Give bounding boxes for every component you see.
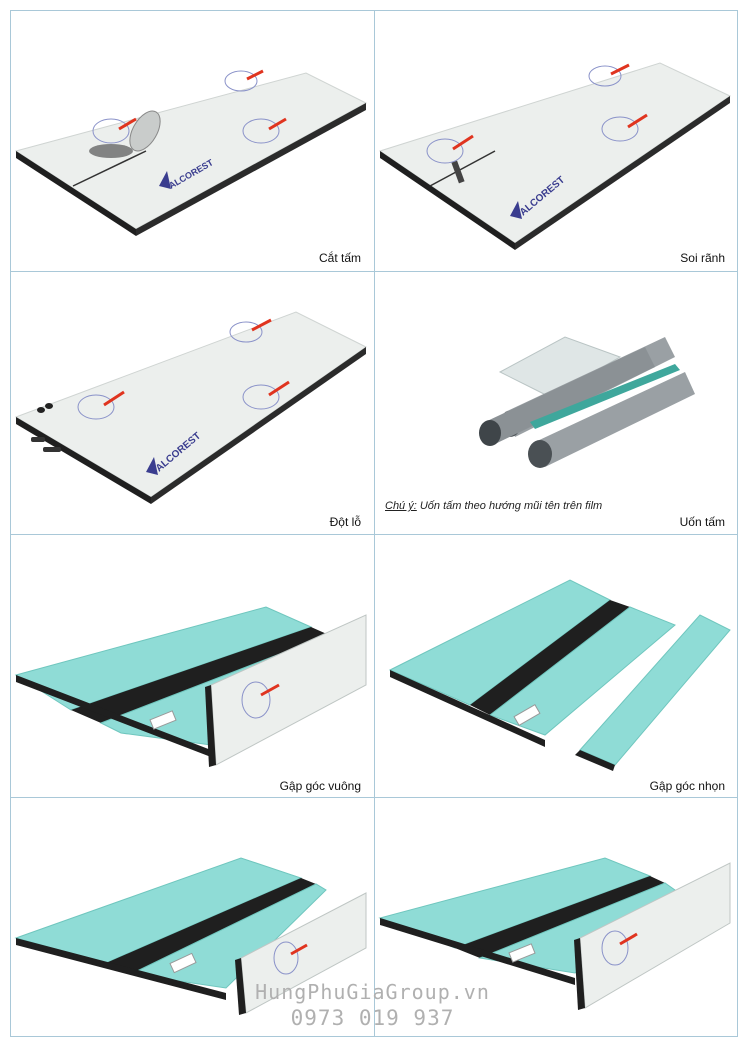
panel-punch: ALCOREST Đột lỗ [11,272,373,534]
film-label [508,943,536,963]
watermark-phone: 0973 019 937 [290,1006,455,1030]
panel-groove: ALCOREST Soi rãnh [375,11,737,271]
sheet-edge [380,918,575,985]
panel-fold-right-angle: Gập góc vuông [11,535,373,797]
watermark-site: HungPhuGiaGroup.vn [255,980,490,1004]
fold-groove [106,878,316,974]
fold-acute-angle-illustration [388,579,731,771]
flange-edge [235,958,246,1015]
acp-sheet-edge-right [515,96,730,250]
globe-arrow-icon [242,117,287,144]
groove-illustration: ALCOREST [378,62,732,250]
bend-note-label: Chú ý: [385,500,417,512]
cut-line [72,150,147,187]
fold-right-angle-illustration [14,606,367,767]
flange-edge [574,938,585,1010]
teal-sheet-right [488,606,676,736]
globe-arrow-icon [241,681,280,719]
film-label [513,703,541,727]
film-label [149,710,177,730]
sheet-edge [16,675,211,757]
globe-arrow-icon [92,117,137,144]
panel-fold-result-1 [11,798,373,1036]
circular-saw-icon [129,110,161,152]
caption-punch: Đột lỗ [329,515,361,529]
globe-arrow-icon [229,318,272,343]
fold-groove [455,876,665,958]
fold-result-1-illustration [14,857,367,1015]
saw-shadow [89,144,133,158]
fold-result-2-illustration [378,857,731,1010]
caption-fold-acute-angle: Gập góc nhọn [649,779,725,793]
punch-illustration: ALCOREST [14,311,367,504]
globe-arrow-icon [273,941,308,975]
acp-sheet-edge [16,417,151,504]
fold-groove [470,600,630,715]
process-sheet: ALCOREST Cắt tấm [10,10,738,1037]
flange-edge [205,685,216,767]
caption-bend: Uốn tấm [679,515,725,529]
grid-divider-vertical [374,11,375,1036]
globe-arrow-icon [601,930,638,966]
globe-arrow-icon [601,113,648,142]
acp-sheet-edge [16,151,136,236]
bend-illustration [479,336,695,468]
punch-holes-icon [31,403,61,452]
bend-note: Chú ý: Uốn tấm theo hướng mũi tên trên f… [385,500,602,512]
groove-router-icon [451,160,465,184]
acp-sheet-edge [380,151,515,250]
acute-flange-edge [575,750,615,771]
acp-sheet-edge-right [136,103,366,236]
globe-arrow-icon [224,69,264,92]
roller-bender-icon [479,337,695,468]
groove-line [429,150,496,187]
sheet-edge [390,670,545,747]
fold-groove [71,627,329,723]
panel-sheet-feed [498,336,622,398]
globe-arrow-icon [77,390,125,420]
caption-groove: Soi rãnh [680,251,725,265]
cut-illustration: ALCOREST [14,69,368,236]
grid-divider-row3 [11,797,737,798]
sheet-edge [16,938,226,1000]
grid-divider-row1 [11,271,737,272]
panel-cut: ALCOREST Cắt tấm [11,11,373,271]
panel-fold-acute-angle: Gập góc nhọn [375,535,737,797]
panel-bend: Chú ý: Uốn tấm theo hướng mũi tên trên f… [375,272,737,534]
globe-arrow-icon [242,380,290,410]
acp-sheet-edge-right [151,347,366,504]
globe-arrow-icon [426,134,474,164]
bend-note-text: Uốn tấm theo hướng mũi tên trên film [416,500,603,512]
globe-arrow-icon [588,63,630,87]
caption-fold-right-angle: Gập góc vuông [279,779,361,793]
caption-cut: Cắt tấm [318,251,361,265]
grid-divider-row2 [11,534,737,535]
film-label [169,952,197,974]
panel-fold-result-2 [375,798,737,1036]
